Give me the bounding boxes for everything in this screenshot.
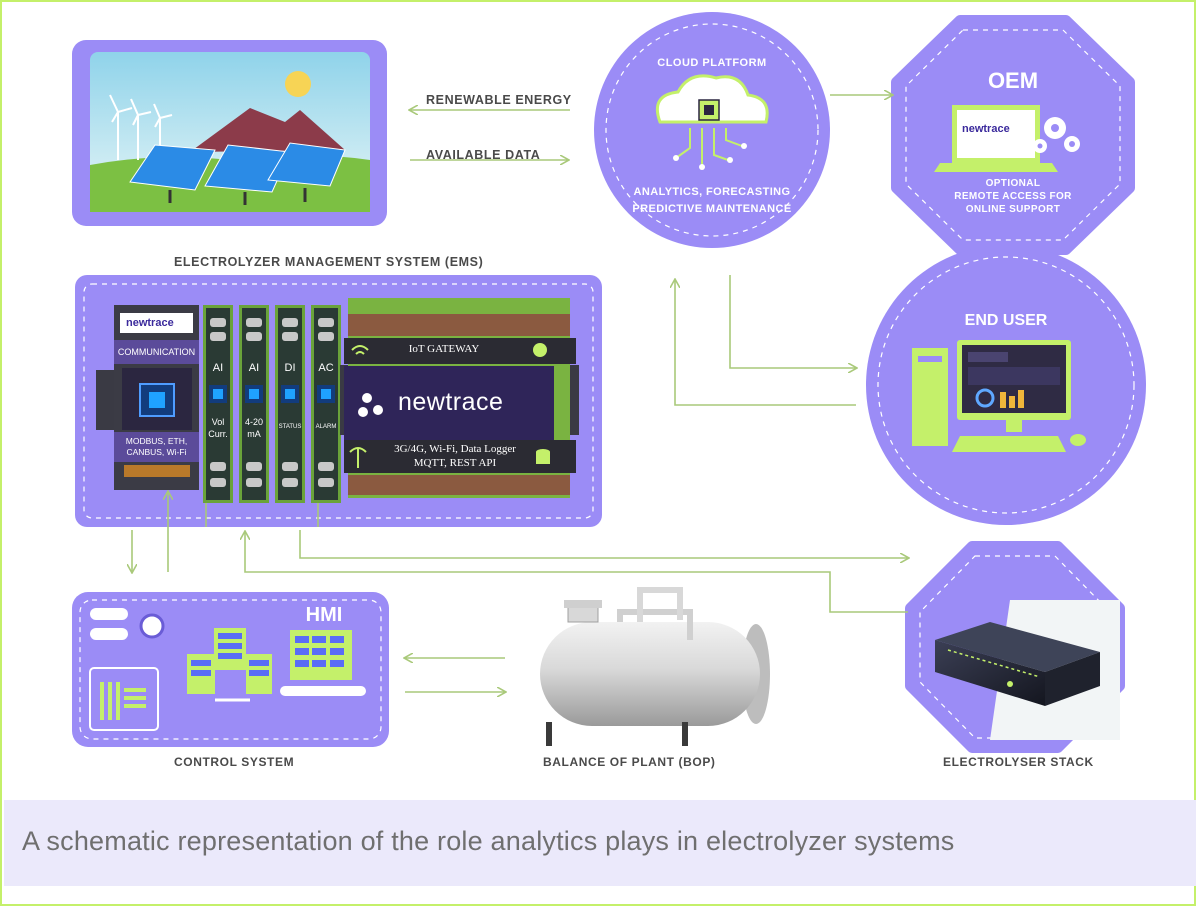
- oem-line-3: ONLINE SUPPORT: [965, 204, 1061, 215]
- module-type-label: AI: [248, 362, 260, 374]
- laptop-icon: [934, 105, 1058, 172]
- cloud-platform-node: [594, 12, 830, 248]
- bug-icon: [533, 343, 547, 357]
- renewable-energy-label: RENEWABLE ENERGY: [426, 93, 572, 107]
- cloud-icon: [655, 74, 769, 170]
- newtrace-logo-icon: [358, 393, 383, 417]
- ems-title: ELECTROLYZER MANAGEMENT SYSTEM (EMS): [174, 255, 484, 269]
- end-user-node: [866, 245, 1146, 525]
- module-type-label: AI: [212, 362, 224, 374]
- figure-caption: A schematic representation of the role a…: [22, 826, 955, 856]
- module-signal-label: mA: [247, 429, 261, 439]
- desktop-computer-icon: [912, 340, 1086, 452]
- oem-line-1: OPTIONAL: [985, 178, 1041, 189]
- io-module: [311, 305, 341, 503]
- wifi-icon: [351, 345, 369, 355]
- cloud-line-2: PREDICTIVE MAINTENANCE: [632, 203, 792, 215]
- comm-brand: newtrace: [126, 317, 174, 329]
- hmi-label: HMI: [305, 604, 343, 626]
- caption-band: [4, 800, 1196, 886]
- communication-label: COMMUNICATION: [117, 347, 196, 357]
- gateway-line-2: MQTT, REST API: [413, 457, 497, 469]
- gateway-line-1: 3G/4G, Wi-Fi, Data Logger: [394, 443, 516, 455]
- io-module: [203, 305, 233, 503]
- renewable-scene: [72, 40, 387, 226]
- antenna-icon: [349, 447, 367, 468]
- module-signal-label: STATUS: [278, 424, 302, 430]
- bop-label: BALANCE OF PLANT (BOP): [543, 755, 716, 769]
- hmi-screen-icon: [280, 630, 366, 696]
- module-signal-label: Vol: [211, 417, 225, 427]
- gear-icon: [1033, 117, 1080, 153]
- oem-title: OEM: [987, 68, 1039, 93]
- control-system-panel: [72, 592, 389, 747]
- server-rack-icon: [187, 628, 272, 702]
- io-module: [239, 305, 269, 503]
- end-user-title: END USER: [964, 312, 1048, 329]
- electrolyser-box-icon: [935, 622, 1100, 706]
- module-signal-label: Curr.: [208, 429, 228, 439]
- protocols-line-2: CANBUS, Wi-Fi: [126, 447, 187, 457]
- electrolyser-stack-node: [905, 541, 1125, 753]
- oem-line-2: REMOTE ACCESS FOR: [954, 191, 1072, 202]
- tank-icon: [540, 587, 770, 746]
- solar-panel-icon: [129, 142, 346, 205]
- electrolyser-stack-label: ELECTROLYSER STACK: [943, 755, 1094, 769]
- oem-node: [891, 15, 1135, 255]
- mountain-icon: [190, 108, 345, 152]
- ems-panel: [75, 275, 602, 527]
- module-type-label: AC: [318, 362, 334, 374]
- protocols-line-1: MODBUS, ETH,: [125, 436, 188, 446]
- gateway-label: IoT GATEWAY: [408, 343, 480, 355]
- cloud-line-1: ANALYTICS, FORECASTING: [633, 186, 791, 198]
- cloud-platform-title: CLOUD PLATFORM: [657, 57, 767, 69]
- module-type-label: DI: [284, 362, 296, 374]
- module-signal-label: 4-20: [244, 417, 263, 427]
- oem-brand: newtrace: [962, 123, 1010, 135]
- control-system-label: CONTROL SYSTEM: [174, 755, 295, 769]
- connector-lines: [132, 95, 908, 692]
- database-icon: [536, 449, 550, 464]
- gateway-brand: newtrace: [398, 388, 504, 416]
- available-data-label: AVAILABLE DATA: [426, 148, 541, 162]
- io-module: [275, 305, 305, 503]
- sun-icon: [285, 71, 311, 97]
- module-signal-label: ALARM: [315, 424, 337, 430]
